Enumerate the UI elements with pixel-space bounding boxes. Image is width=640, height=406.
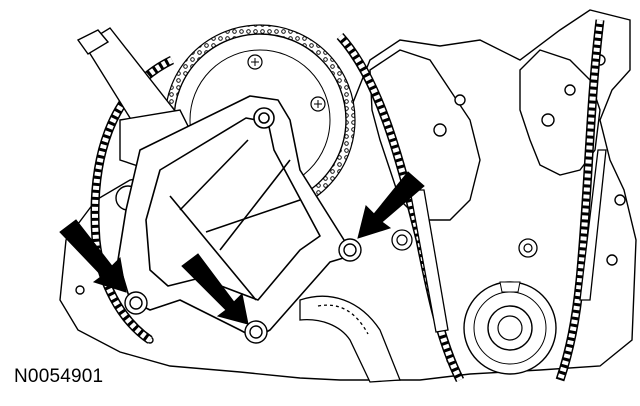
- bracket-bolt-left: [124, 291, 148, 315]
- extra-bolt: [391, 229, 538, 258]
- timing-chain-right: [555, 19, 605, 382]
- tensioner-arm: [299, 295, 401, 383]
- bracket-bolt-bottom: [244, 320, 268, 344]
- callout-arrow-right: [357, 171, 425, 239]
- crankshaft-sprocket: [463, 281, 557, 375]
- bracket: [117, 95, 351, 339]
- callout-arrow-left: [59, 219, 127, 293]
- figure-id-label: N0054901: [14, 366, 104, 387]
- bracket-bolt-right: [338, 238, 362, 262]
- callout-arrow-bottom: [181, 253, 249, 325]
